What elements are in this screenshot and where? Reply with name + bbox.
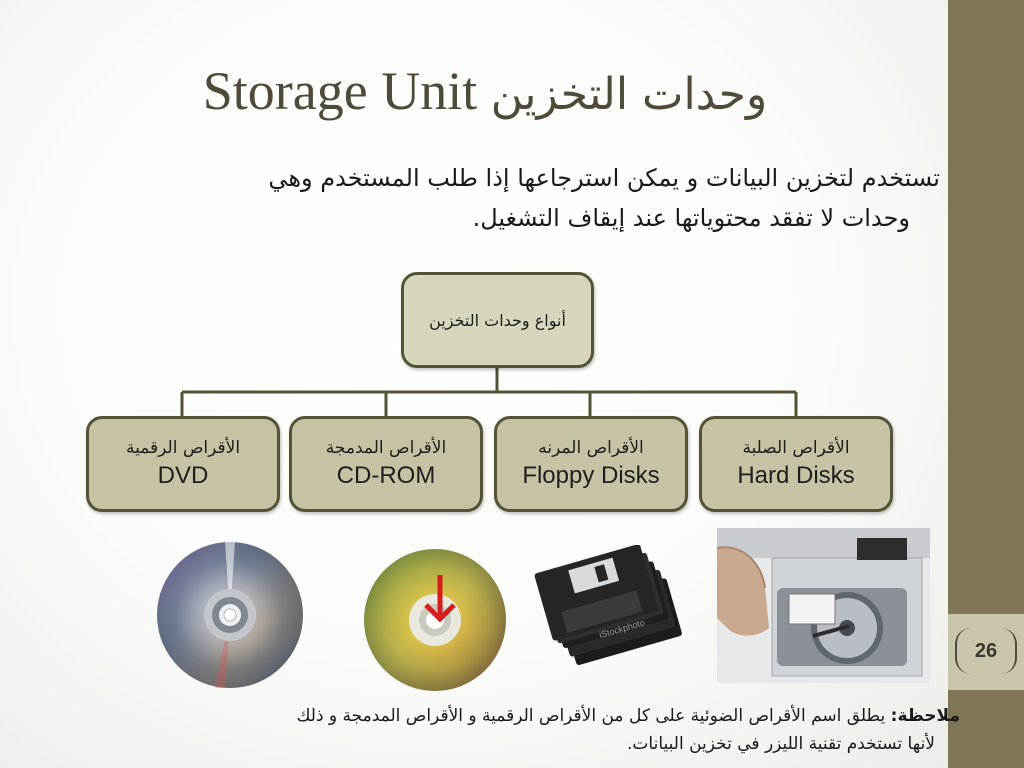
note-line-1-text: يطلق اسم الأقراص الضوئية على كل من الأقر…: [296, 706, 891, 726]
title-english: Storage Unit: [202, 61, 478, 121]
note-line-2: لأنها تستخدم تقنية الليزر في تخزين البيا…: [627, 734, 935, 754]
hard-disk-photo: [717, 528, 930, 683]
diagram-root-label: أنواع وحدات التخزين: [429, 310, 566, 330]
dvd-disc-photo: [157, 542, 303, 688]
floppy-disks-photo: iStockphoto: [534, 545, 682, 665]
slide-title: Storage Unit وحدات التخزين: [150, 60, 820, 122]
diagram-connectors: [180, 368, 798, 418]
diagram-box-hard-disks: الأقراص الصلبة Hard Disks: [699, 416, 893, 512]
cd-rom-disc-photo: [364, 549, 506, 691]
diagram-root-box: أنواع وحدات التخزين: [401, 272, 594, 368]
floppy-disks-english-label: Floppy Disks: [522, 462, 660, 489]
title-arabic: وحدات التخزين: [490, 69, 768, 120]
diagram-box-cd-rom: الأقراص المدمجة CD-ROM: [289, 416, 483, 512]
floppy-disks-arabic-label: الأقراص المرنه: [538, 438, 644, 458]
intro-line-2: وحدات لا تفقد محتوياتها عند إيقاف التشغي…: [472, 204, 910, 232]
cd-rom-arabic-label: الأقراص المدمجة: [325, 438, 447, 458]
page-number-frame: 26: [955, 628, 1017, 674]
cd-rom-english-label: CD-ROM: [336, 462, 436, 489]
hard-disks-english-label: Hard Disks: [737, 462, 855, 489]
diagram-box-dvd: الأقراص الرقمية DVD: [86, 416, 280, 512]
dvd-arabic-label: الأقراص الرقمية: [125, 438, 241, 458]
note-line-1: ملاحظة: يطلق اسم الأقراص الضوئية على كل …: [150, 702, 960, 730]
note-label: ملاحظة:: [890, 706, 960, 726]
hard-disks-arabic-label: الأقراص الصلبة: [742, 438, 850, 458]
dvd-english-label: DVD: [157, 462, 209, 489]
diagram-box-floppy-disks: الأقراص المرنه Floppy Disks: [494, 416, 688, 512]
page-number: 26: [974, 639, 998, 662]
note-paragraph: ملاحظة: يطلق اسم الأقراص الضوئية على كل …: [150, 702, 960, 758]
intro-line-1: تستخدم لتخزين البيانات و يمكن استرجاعها …: [268, 164, 940, 192]
intro-paragraph: تستخدم لتخزين البيانات و يمكن استرجاعها …: [90, 158, 940, 238]
page-number-box: 26: [948, 614, 1024, 690]
